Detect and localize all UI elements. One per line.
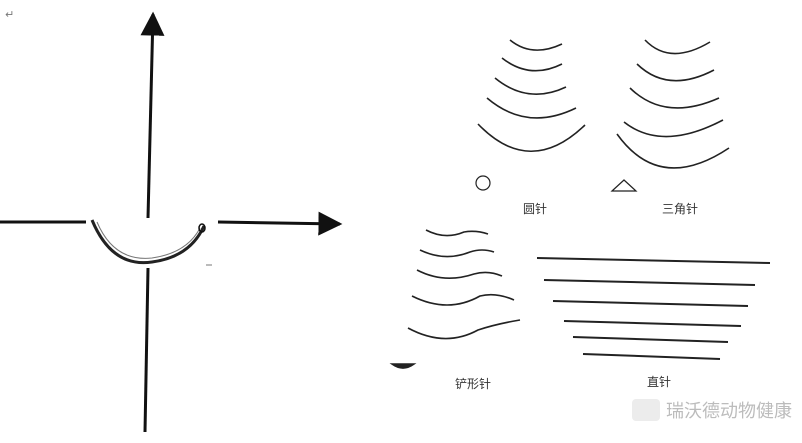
watermark: 瑞沃德动物健康 <box>632 397 792 423</box>
triangle-needle-label: 三角针 <box>662 202 699 216</box>
straight-needle-group <box>536 257 771 360</box>
curved-needle-inner-line <box>96 221 201 259</box>
spatula-needle-label: 铲形针 <box>455 377 492 391</box>
round-needle-group <box>475 39 586 191</box>
circle-cross-section-icon <box>475 175 491 191</box>
round-needle-label: 圆针 <box>523 202 548 216</box>
wechat-logo-icon <box>632 399 660 421</box>
spatula-cross-section-icon <box>389 363 417 369</box>
paragraph-return-mark: ↵ <box>5 8 15 21</box>
horizontal-axis-right <box>217 211 343 236</box>
curved-needle <box>90 219 206 265</box>
triangle-cross-section-icon <box>610 179 638 192</box>
vertical-axis-down <box>143 267 150 433</box>
straight-needle-label: 直针 <box>647 375 672 389</box>
needle-axes-figure <box>0 11 343 433</box>
spatula-needle-group <box>389 229 521 369</box>
triangle-needle-group <box>610 39 730 192</box>
watermark-text: 瑞沃德动物健康 <box>666 401 792 422</box>
vertical-axis-up <box>140 11 165 219</box>
needle-eye <box>198 223 206 233</box>
